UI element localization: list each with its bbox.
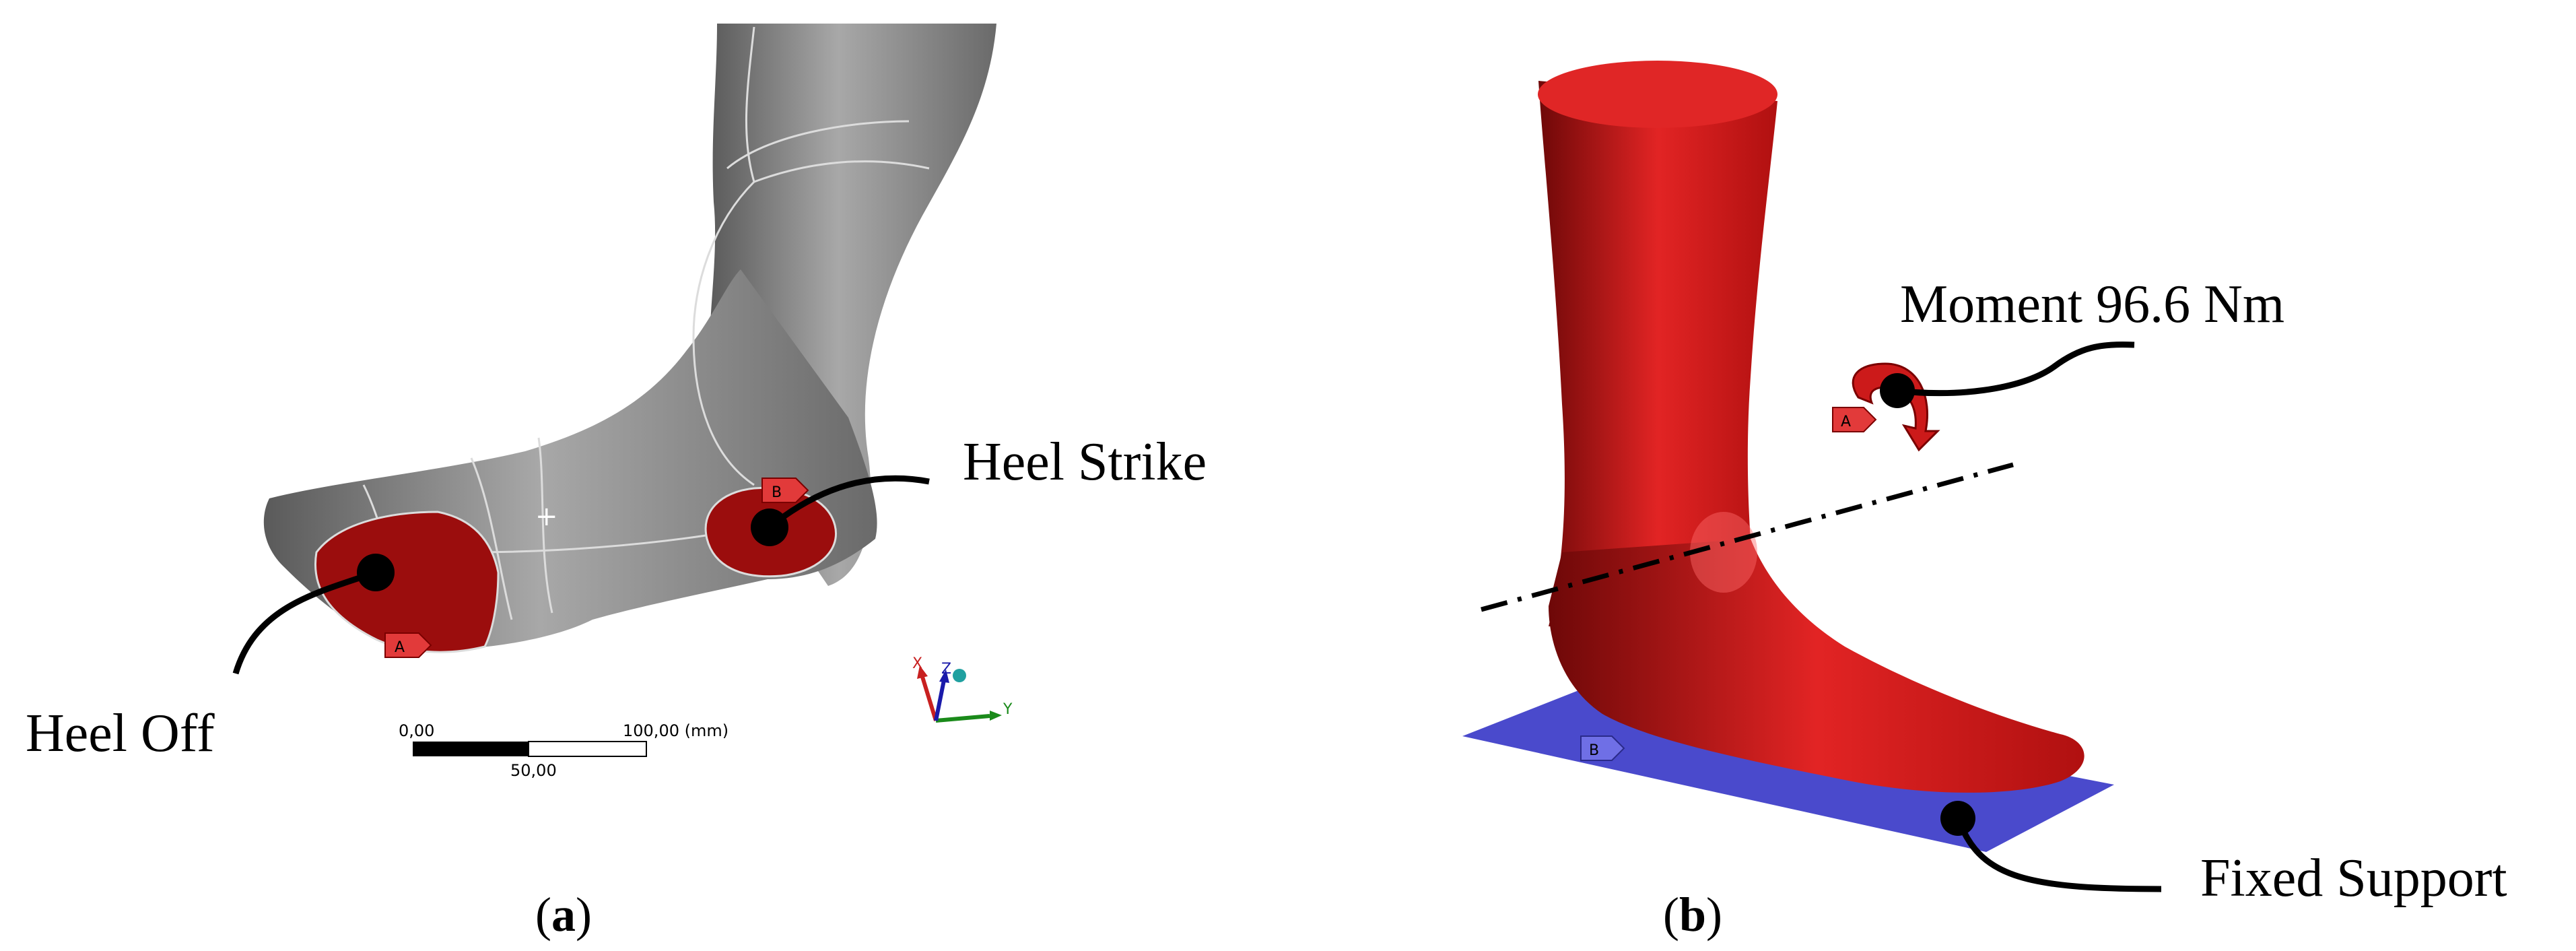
panel-b: A B Moment 96.6 Nm Fixed Support (b) — [1462, 61, 2507, 942]
tag-b-label: B — [772, 484, 782, 501]
axis-x-label: X — [912, 655, 922, 672]
panel-a: + A B Heel Off Heel Strike 0,00 100,00 (… — [26, 24, 1207, 942]
ankle-axis-line — [1481, 462, 2014, 612]
caption-b: (b) — [1663, 888, 1722, 942]
heel-strike-leader — [768, 475, 930, 530]
caption-a: (a) — [535, 888, 592, 942]
tag-a-label-b: A — [1841, 414, 1851, 430]
axis-z-label: Z — [941, 661, 951, 678]
tag-b-label-b: B — [1589, 742, 1599, 759]
scale-right-label: 100,00 (mm) — [623, 721, 728, 740]
scale-left-label: 0,00 — [399, 721, 434, 740]
tag-a-panel-a: A — [384, 632, 432, 658]
moment-leader — [1897, 341, 2135, 397]
scale-mid-label: 50,00 — [510, 761, 557, 780]
axis-triad: X Z Y — [912, 655, 1013, 723]
heel-off-leader — [232, 569, 377, 675]
foot-model-red — [1538, 61, 2084, 793]
label-heel-strike: Heel Strike — [963, 432, 1207, 492]
axis-y-label: Y — [1003, 701, 1013, 718]
fixed-support-leader — [1955, 817, 2162, 892]
tag-a-panel-b: A — [1832, 407, 1877, 432]
contact-area-heel-off — [314, 511, 500, 653]
scale-bar: 0,00 100,00 (mm) 50,00 — [399, 721, 728, 780]
svg-text:+: + — [535, 501, 558, 532]
label-moment: Moment 96.6 Nm — [1900, 275, 2284, 334]
tag-a-label: A — [395, 639, 405, 656]
tag-b-panel-b: B — [1580, 735, 1625, 761]
label-fixed-support: Fixed Support — [2200, 849, 2507, 908]
label-heel-off: Heel Off — [26, 704, 215, 763]
tag-b-panel-a: B — [761, 478, 809, 503]
